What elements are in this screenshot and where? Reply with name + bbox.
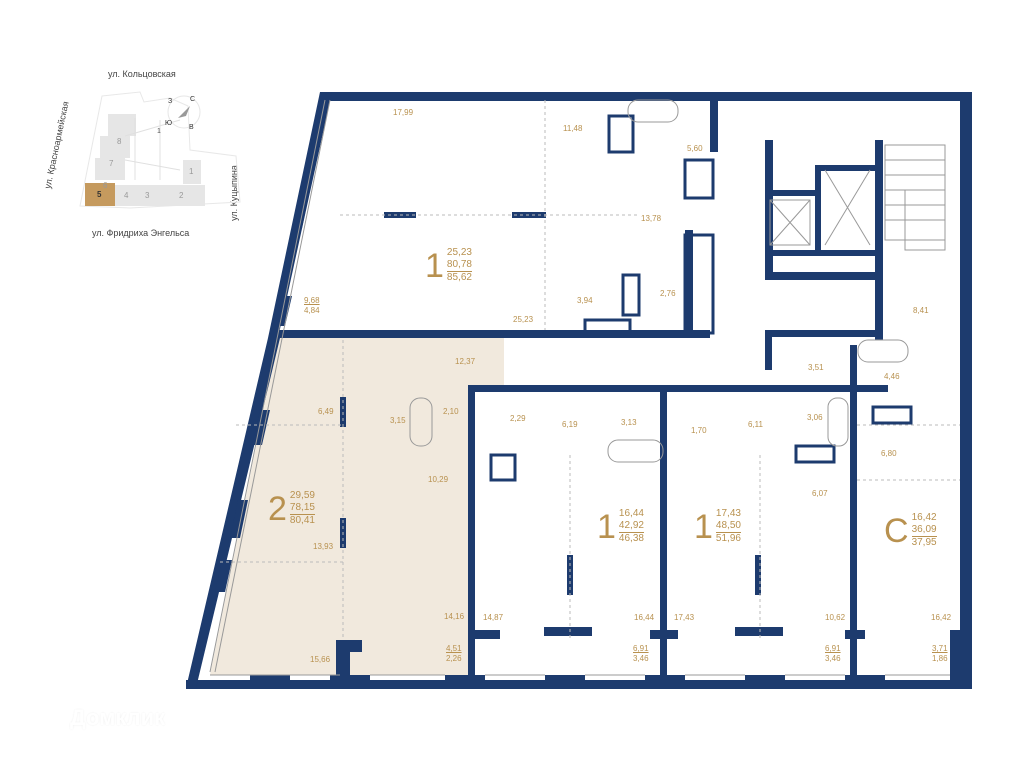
domclick-logo-icon (38, 705, 64, 731)
block-5-label: 5 (97, 190, 102, 199)
living-area: 16,42 (911, 512, 937, 523)
block-7 (100, 136, 130, 158)
room-area: 3,94 (577, 296, 593, 305)
rooms-count: 1 (425, 246, 444, 285)
room-area: 8,41 (913, 306, 929, 315)
compass-w: З (168, 98, 173, 105)
balcony-area: 1,86 (932, 654, 948, 663)
total-with-balcony: 46,38 (618, 533, 644, 544)
total-area: 42,92 (618, 520, 644, 533)
watermark-text: Домклик (70, 705, 166, 730)
total-area: 80,78 (446, 259, 472, 272)
balcony-area: 6,91 (825, 644, 841, 653)
rooms-count: 1 (597, 507, 616, 546)
total-area: 78,15 (289, 502, 315, 515)
block-8 (108, 114, 136, 136)
room-area: 17,99 (393, 108, 414, 117)
block-8-label: 8 (117, 137, 122, 146)
balcony-area: 9,68 (304, 296, 320, 305)
living-area: 29,59 (289, 490, 315, 501)
room-area: 2,29 (510, 414, 526, 423)
apartment-studio-summary[interactable]: С 16,42 36,09 37,95 (884, 512, 937, 549)
room-area: 16,42 (931, 613, 952, 622)
street-top: ул. Кольцовская (108, 69, 176, 79)
block-3-label: 3 (145, 191, 150, 200)
apartment-2-area (210, 338, 504, 675)
room-area: 6,49 (318, 407, 334, 416)
rooms-count: 2 (268, 489, 287, 528)
room-area: 10,62 (825, 613, 846, 622)
total-area: 36,09 (911, 524, 937, 537)
block-6 (95, 158, 125, 180)
keyplan-map: 1 (79, 91, 241, 209)
total-with-balcony: 37,95 (911, 537, 937, 548)
room-area: 6,07 (812, 489, 828, 498)
apartment-1-mid-summary[interactable]: 1 16,44 42,92 46,38 (597, 508, 644, 545)
room-area: 17,43 (674, 613, 695, 622)
apartment-2-summary[interactable]: 2 29,59 78,15 80,41 (268, 490, 315, 527)
room-area: 4,46 (884, 372, 900, 381)
apartment-1-right-summary[interactable]: 1 17,43 48,50 51,96 (694, 508, 741, 545)
room-area: 10,29 (428, 475, 449, 484)
block-2 (159, 185, 205, 206)
room-area: 15,66 (310, 655, 331, 664)
room-area: 13,78 (641, 214, 662, 223)
living-area: 16,44 (618, 508, 644, 519)
room-area: 13,93 (313, 542, 334, 551)
rooms-count: С (884, 511, 909, 550)
balcony-area: 3,46 (633, 654, 649, 663)
room-area: 6,11 (748, 420, 763, 429)
living-area: 25,23 (446, 247, 472, 258)
room-area: 3,51 (808, 363, 824, 372)
room-area: 25,23 (513, 315, 534, 324)
living-area: 17,43 (715, 508, 741, 519)
room-area: 14,87 (483, 613, 504, 622)
balcony-area: 2,26 (446, 654, 462, 663)
room-area: 16,44 (634, 613, 655, 622)
balcony-area: 4,84 (304, 306, 320, 315)
balcony-area: 3,46 (825, 654, 841, 663)
room-area: 2,10 (443, 407, 459, 416)
rooms-count: 1 (694, 507, 713, 546)
room-area: 6,80 (881, 449, 897, 458)
block-3 (137, 185, 159, 206)
balcony-area: 6,91 (633, 644, 649, 653)
compass-s: Ю (165, 120, 173, 127)
block-6-label: 6 (103, 181, 108, 190)
room-area: 2,76 (660, 289, 676, 298)
block-2-label: 2 (179, 191, 184, 200)
svg-text:1: 1 (157, 128, 161, 135)
room-area: 5,60 (687, 144, 703, 153)
room-area: 12,37 (455, 357, 476, 366)
room-area: 3,06 (807, 413, 823, 422)
total-with-balcony: 51,96 (715, 533, 741, 544)
total-area: 48,50 (715, 520, 741, 533)
block-4 (115, 185, 137, 206)
room-area: 11,48 (563, 124, 583, 133)
room-area: 3,15 (390, 416, 406, 425)
balcony-area: 3,71 (932, 644, 948, 653)
block-5 (85, 183, 115, 206)
compass-e: В (189, 124, 194, 131)
balcony-area: 4,51 (446, 644, 462, 653)
watermark: Домклик (38, 705, 165, 731)
block-7-label: 7 (109, 159, 114, 168)
total-with-balcony: 80,41 (289, 515, 315, 526)
block-1-label: 1 (189, 167, 194, 176)
block-4-label: 4 (124, 191, 129, 200)
room-area: 1,70 (691, 426, 707, 435)
room-area: 6,19 (562, 420, 578, 429)
street-bottom: ул. Фридриха Энгельса (92, 228, 190, 238)
total-with-balcony: 85,62 (446, 272, 472, 283)
room-area: 3,13 (621, 418, 637, 427)
room-area: 14,16 (444, 612, 465, 621)
block-1 (183, 160, 201, 184)
keyplan: ул. Кольцовская ул. Фридриха Энгельса ул… (40, 60, 270, 250)
compass-n: С (190, 96, 196, 103)
apartment-1-top-summary[interactable]: 1 25,23 80,78 85,62 (425, 247, 472, 284)
